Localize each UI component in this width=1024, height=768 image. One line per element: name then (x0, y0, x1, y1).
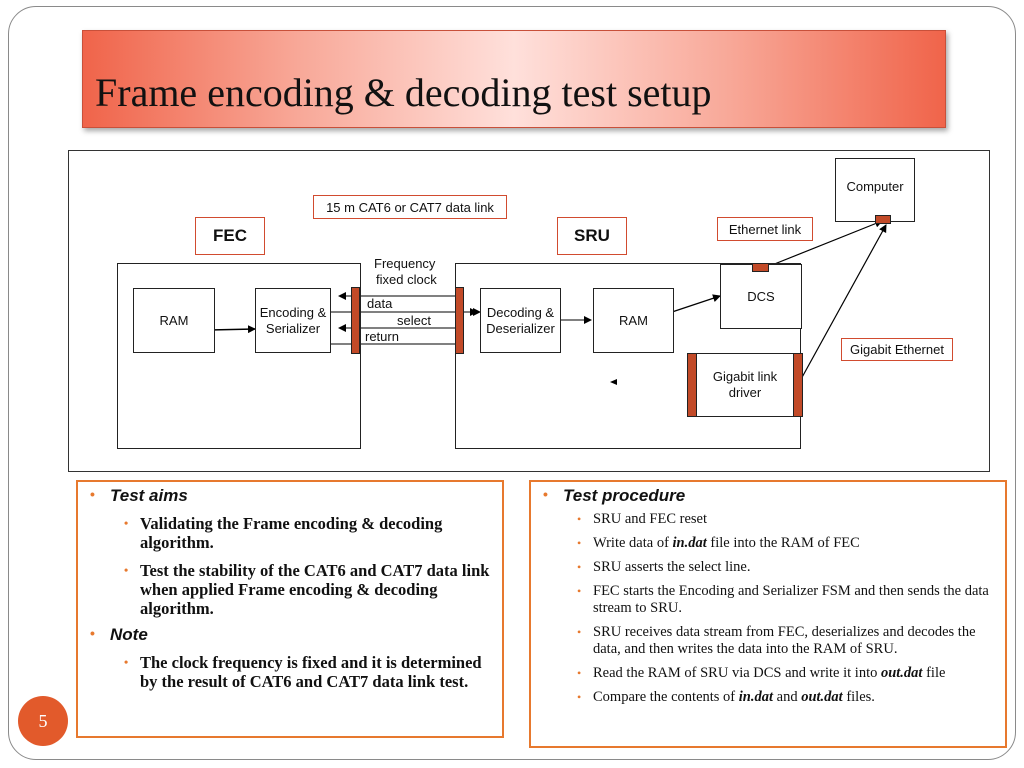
gigabit-driver-port-right (793, 353, 803, 417)
slide-frame (8, 6, 1016, 760)
ram-encoder-arrow (201, 325, 256, 335)
step7-file1: in.dat (738, 689, 774, 705)
step7-and: and (773, 689, 802, 705)
procedure-step-3: SRU asserts the select line. (531, 559, 1005, 576)
procedure-step-2: Write data of in.dat file into the RAM o… (531, 535, 1005, 552)
gigabit-driver-port-left (687, 353, 697, 417)
sru-label: SRU (557, 217, 627, 255)
step7-tail: files. (842, 689, 875, 705)
note-heading: Note (78, 625, 502, 645)
dcs-box: DCS (720, 264, 802, 329)
gigabit-ethernet-arrow (793, 224, 887, 390)
computer-box: Computer (835, 158, 915, 222)
frequency-label-line1: Frequency (374, 256, 436, 271)
encoder-label-line2: Serializer (265, 320, 321, 336)
select-signal-label: select (397, 313, 431, 328)
procedure-step-1: SRU and FEC reset (531, 511, 1005, 528)
step6-file: out.dat (880, 665, 923, 681)
fec-ram-box: RAM (133, 288, 215, 353)
test-procedure-heading: Test procedure (531, 486, 1005, 506)
fec-ram-label: RAM (159, 313, 189, 328)
encoder-label-line1: Encoding & (259, 304, 327, 320)
step7-file2: out.dat (801, 689, 843, 705)
step2-tail: file into the RAM of FEC (706, 535, 860, 551)
sru-ram-box: RAM (593, 288, 674, 353)
procedure-step-7: Compare the contents of in.dat and out.d… (531, 689, 1005, 706)
step7-text: Compare the contents of (593, 689, 739, 705)
test-aims-panel: Test aims Validating the Frame encoding … (76, 480, 504, 738)
computer-port (875, 215, 891, 224)
slide-title: Frame encoding & decoding test setup (95, 70, 712, 115)
page-number-badge: 5 (18, 696, 68, 746)
aim-item-1: Validating the Frame encoding & decoding… (78, 514, 502, 552)
decoder-box: Decoding & Deserializer (480, 288, 561, 353)
fec-label: FEC (195, 217, 265, 255)
decoder-label-line1: Decoding & (486, 304, 555, 320)
decoder-label-line2: Deserializer (486, 320, 555, 336)
encoder-box: Encoding & Serializer (255, 288, 331, 353)
title-banner: Frame encoding & decoding test setup (82, 30, 946, 128)
data-signal-label: data (367, 296, 393, 311)
small-arrowhead (610, 379, 617, 385)
computer-label: Computer (846, 179, 904, 194)
cable-label: 15 m CAT6 or CAT7 data link (313, 195, 507, 219)
sru-ram-label: RAM (619, 313, 648, 328)
procedure-step-6: Read the RAM of SRU via DCS and write it… (531, 665, 1005, 682)
step6-tail: file (922, 665, 946, 681)
setup-diagram: 15 m CAT6 or CAT7 data link FEC SRU Ethe… (68, 150, 990, 472)
ethernet-link-label: Ethernet link (717, 217, 813, 241)
dcs-port (752, 263, 769, 272)
page-number: 5 (38, 710, 48, 731)
step6-text: Read the RAM of SRU via DCS and write it… (593, 665, 881, 681)
return-signal-label: return (365, 329, 399, 344)
sru-connector (455, 287, 464, 354)
note-item-1: The clock frequency is fixed and it is d… (78, 653, 502, 691)
step2-text: Write data of (593, 535, 673, 551)
gigabit-driver-line2: driver (728, 385, 762, 400)
fec-board (117, 263, 361, 449)
ram-dcs-arrow (661, 294, 721, 320)
frequency-label-line2: fixed clock (376, 272, 437, 287)
gigabit-driver-box: Gigabit link driver (687, 353, 803, 417)
procedure-step-5: SRU receives data stream from FEC, deser… (531, 624, 1005, 658)
aim-item-2: Test the stability of the CAT6 and CAT7 … (78, 561, 502, 618)
test-aims-heading: Test aims (78, 486, 502, 506)
procedure-step-4: FEC starts the Encoding and Serializer F… (531, 583, 1005, 617)
dcs-label: DCS (747, 289, 775, 304)
gigabit-ethernet-label: Gigabit Ethernet (841, 338, 953, 361)
test-procedure-panel: Test procedure SRU and FEC reset Write d… (529, 480, 1007, 748)
fec-connector (351, 287, 360, 354)
step2-file: in.dat (672, 535, 707, 551)
gigabit-driver-line1: Gigabit link (712, 369, 778, 384)
